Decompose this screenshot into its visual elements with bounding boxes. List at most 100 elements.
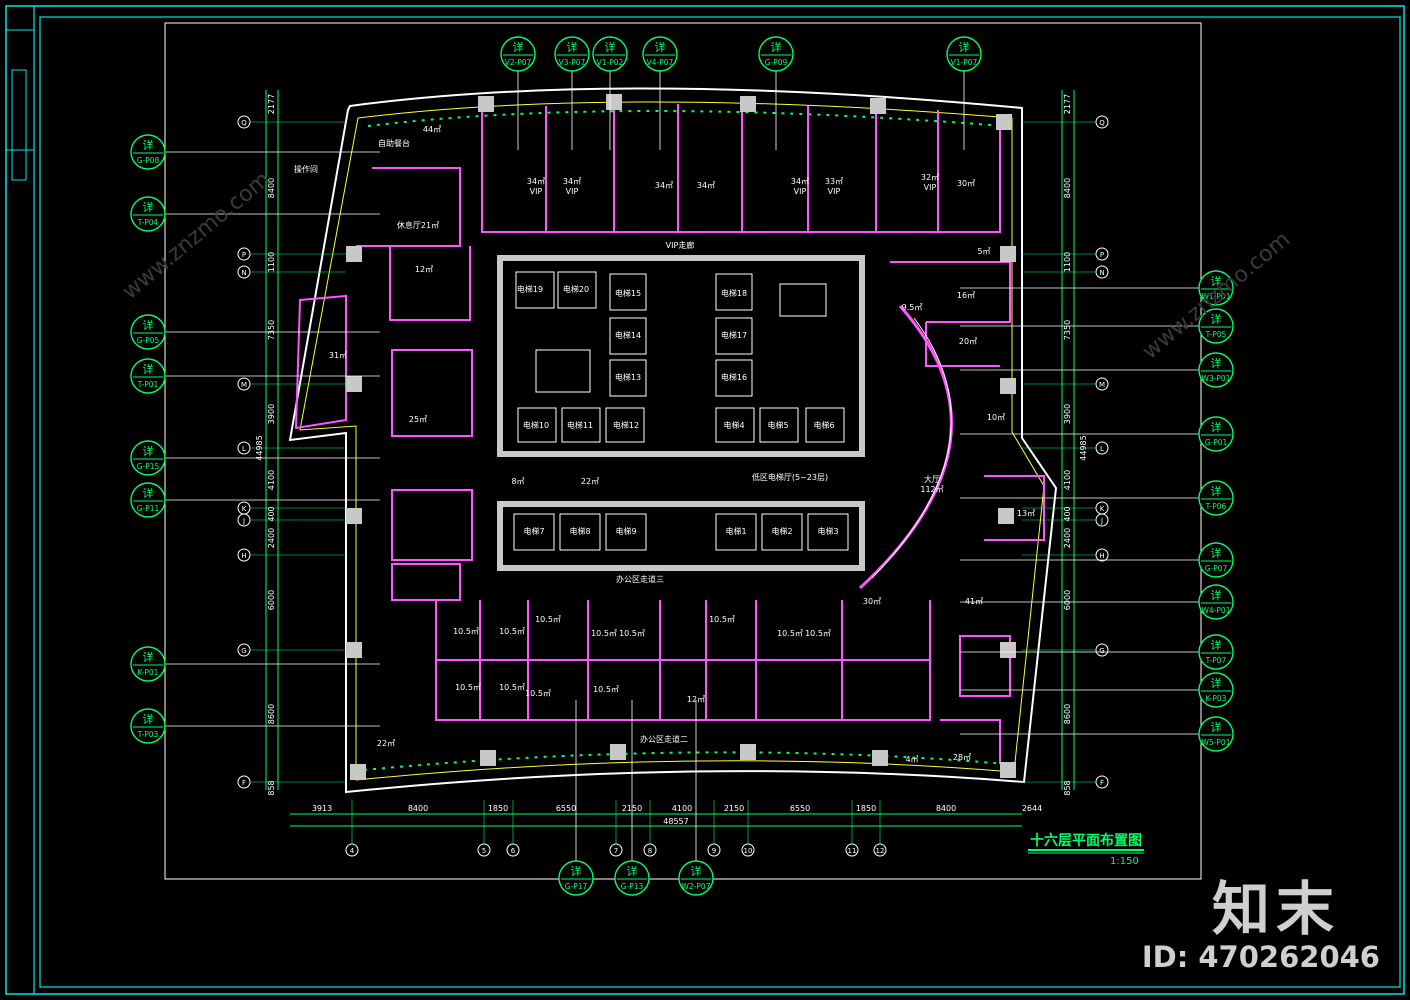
grid-col-label: 4 xyxy=(350,847,355,855)
callout-code: T-P07 xyxy=(1205,656,1227,665)
callout-word: 详 xyxy=(143,650,154,664)
grid-row-label: Q xyxy=(241,119,247,127)
room-label-lift11: 电梯11 xyxy=(567,420,593,430)
detail-callouts: 详V2-P07详V3-P07详V1-P02详V4-P07详G-P09详V1-P0… xyxy=(130,36,1234,896)
grid-row-label: K xyxy=(242,505,247,513)
grid-row-label: L xyxy=(242,445,246,453)
grid-row-label: F xyxy=(242,779,246,787)
dimension-value: 2644 xyxy=(1022,804,1042,813)
dimension-value: 8400 xyxy=(408,804,428,813)
callout-word: 详 xyxy=(143,318,154,332)
dimension-value: 3900 xyxy=(267,404,276,424)
url-watermark-right: www.znzmo.com xyxy=(1138,227,1295,365)
room-label-r20: 20㎡ xyxy=(959,337,977,346)
building-core xyxy=(497,255,865,571)
dimension-value: 6000 xyxy=(267,590,276,610)
room-label-lift16: 电梯16 xyxy=(721,372,747,382)
detail-callout: 详V1-P02 xyxy=(592,36,628,150)
detail-callout: 详W1-P01 xyxy=(960,270,1234,306)
columns xyxy=(346,94,1016,780)
grid-col-label: 6 xyxy=(511,847,516,855)
room-label-lift5: 电梯5 xyxy=(767,420,788,430)
room-label-vip33: VIP xyxy=(828,187,841,196)
detail-callout: 详T-P07 xyxy=(960,634,1234,670)
grid-row-label: J xyxy=(242,517,245,525)
room-label-o5: 10.5㎡ xyxy=(619,629,645,638)
dimension-value: 1100 xyxy=(1063,252,1072,272)
room-label-vip34b: 34㎡ xyxy=(563,177,581,186)
dimension-value: 4100 xyxy=(672,804,692,813)
dimension-value: 858 xyxy=(1063,780,1072,795)
callout-code: G-P08 xyxy=(137,156,160,165)
room-label-vip34e: VIP xyxy=(794,187,807,196)
room-label-lift4: 电梯4 xyxy=(723,420,744,430)
grid-col-label: 12 xyxy=(876,847,885,855)
dimension-value: 6550 xyxy=(790,804,810,813)
grid-row-label: M xyxy=(1099,381,1105,389)
callout-code: G-P13 xyxy=(621,882,644,891)
detail-callout: 详T-P03 xyxy=(130,708,380,744)
detail-callout: 详 K-P01 xyxy=(130,646,380,682)
room-label-lift13: 电梯13 xyxy=(615,372,641,382)
callout-code: T-P04 xyxy=(137,218,159,227)
room-label-vip32: VIP xyxy=(924,183,937,192)
room-label-buffet: 自助餐台 xyxy=(378,138,410,148)
room-label-lift9: 电梯9 xyxy=(615,526,636,536)
room-label-r1200: 12㎡ xyxy=(687,695,705,704)
callout-code: G-P01 xyxy=(1205,438,1228,447)
dimension-value: 6000 xyxy=(1063,590,1072,610)
callout-word: 详 xyxy=(143,444,154,458)
dimension-value: 2400 xyxy=(267,528,276,548)
detail-callout: 详V4-P07 xyxy=(642,36,678,150)
room-label-o8: 10.5㎡ xyxy=(805,629,831,638)
room-label-o11: 10.5㎡ xyxy=(525,689,551,698)
room-label-r13: 13㎡ xyxy=(1017,509,1035,518)
dimension-value: 1850 xyxy=(488,804,508,813)
room-label-o2: 10.5㎡ xyxy=(499,627,525,636)
room-label-lift12: 电梯12 xyxy=(613,420,639,430)
detail-callout: 详G-P05 xyxy=(130,314,380,350)
grid-col-label: 9 xyxy=(712,847,716,855)
grid-row-label: G xyxy=(1099,647,1104,655)
grid-row-label: L xyxy=(1100,445,1104,453)
callout-word: 详 xyxy=(1211,484,1222,498)
room-label-vip34a: 34㎡ xyxy=(527,177,545,186)
grid-col-label: 10 xyxy=(744,847,753,855)
detail-callout: 详 G-P13 xyxy=(614,700,650,896)
callout-word: 详 xyxy=(627,864,638,878)
callout-code: W1-P01 xyxy=(1202,292,1231,301)
room-label-vip34a: VIP xyxy=(530,187,543,196)
room-label-o9: 10.5㎡ xyxy=(455,683,481,692)
dimension-value: 7350 xyxy=(1063,320,1072,340)
dimension-value: 8400 xyxy=(936,804,956,813)
dimension-value: 400 xyxy=(267,506,276,521)
room-label-r12: 12㎡ xyxy=(415,265,433,274)
dimension-value: 8600 xyxy=(1063,704,1072,724)
detail-callout: 详T-P05 xyxy=(960,308,1234,344)
callout-code: K-P01 xyxy=(138,668,159,677)
detail-callout: 详T-P06 xyxy=(960,480,1234,516)
room-label-vip30: 30㎡ xyxy=(957,179,975,188)
detail-callout: 详W2-P07 xyxy=(678,700,714,896)
callout-word: 详 xyxy=(1211,356,1222,370)
dimension-value: 1850 xyxy=(856,804,876,813)
room-label-r8: 8㎡ xyxy=(511,477,524,486)
callout-word: 详 xyxy=(1211,420,1222,434)
callout-word: 详 xyxy=(1211,546,1222,560)
grid-row-label: Q xyxy=(1099,119,1105,127)
room-label-kitchen: 操作间 xyxy=(294,164,318,174)
dimension-value: 6550 xyxy=(556,804,576,813)
grid-col-label: 5 xyxy=(482,847,486,855)
dimension-lines xyxy=(265,90,1075,827)
grid-row-label: J xyxy=(1100,517,1103,525)
room-label-lift10: 电梯10 xyxy=(523,420,549,430)
watermark-logo: 知末 xyxy=(1211,875,1340,943)
grid-col-label: 7 xyxy=(614,847,618,855)
detail-callout: 详K-P03 xyxy=(960,672,1234,708)
detail-callout: 详G-P11 xyxy=(130,482,380,518)
grid-row-label: K xyxy=(1100,505,1105,513)
dimension-value: 8600 xyxy=(267,704,276,724)
